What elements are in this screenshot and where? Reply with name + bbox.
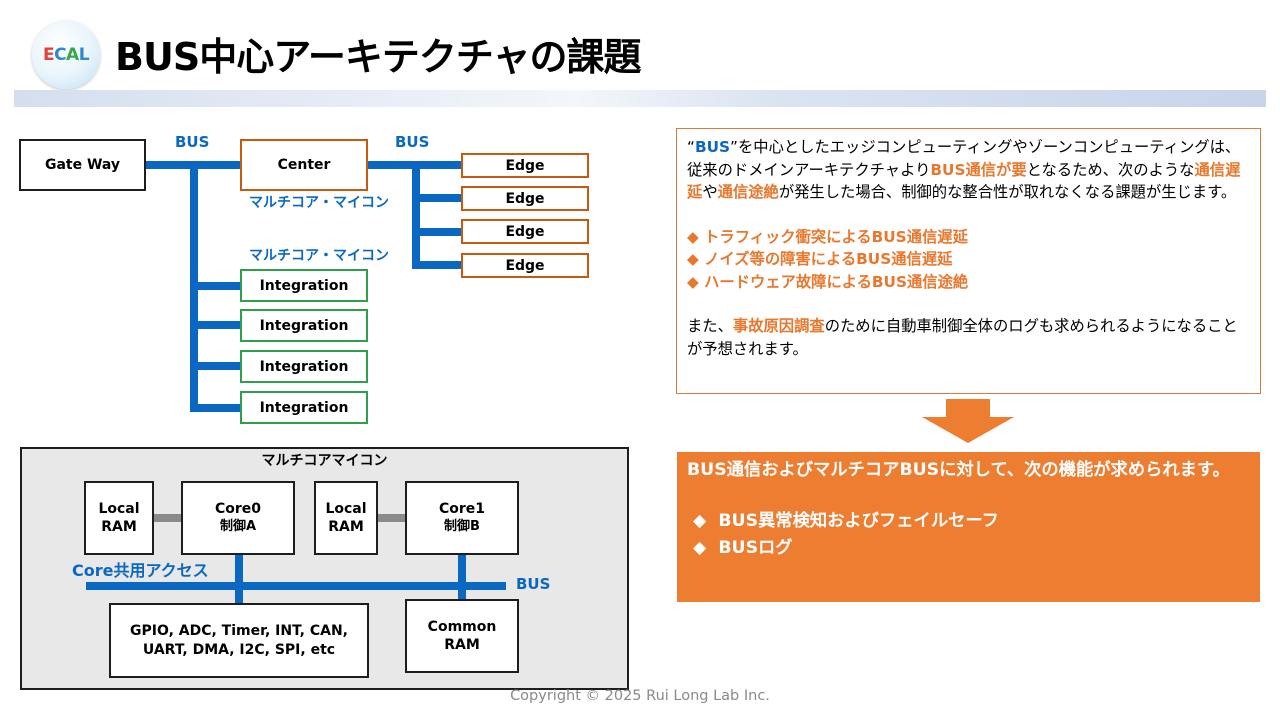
issue-text-3: ハードウェア故障によるBUS通信途絶	[704, 272, 969, 291]
result-item-1: ◆ BUS異常検知およびフェイルセーフ	[687, 508, 1250, 535]
core1-name: Core1	[438, 501, 486, 517]
result-box: BUS通信およびマルチコアBUSに対して、次の機能が求められます。 ◆ BUS異…	[677, 452, 1260, 602]
diamond-bullet-icon: ◆	[687, 227, 699, 246]
quote-open: “	[687, 138, 695, 156]
bus-branch-edge-3	[412, 228, 462, 236]
issue-item-2: ◆ ノイズ等の障害によるBUS通信遅延	[687, 248, 1250, 271]
integration-box-2: Integration	[240, 309, 368, 342]
local-ram-box-1: Local RAM	[84, 481, 154, 555]
logo-letter-a: A	[66, 45, 79, 65]
desc-text-2: となるため、次のような	[1026, 160, 1195, 179]
edge-box-4: Edge	[461, 253, 589, 278]
core-bus-label: BUS	[516, 575, 551, 593]
bus-branch-integration-1	[190, 282, 241, 290]
multicore-title: マルチコアマイコン	[261, 453, 388, 469]
logo-letter-e: E	[42, 45, 55, 65]
highlight-delay: 通信遅延	[687, 160, 1241, 202]
peripherals-box: GPIO, ADC, Timer, INT, CAN, UART, DMA, I…	[109, 603, 369, 678]
result-text-1: BUS異常検知およびフェイルセーフ	[718, 511, 999, 531]
common-ram-box: Common RAM	[405, 599, 519, 673]
desc-text-3: や	[702, 183, 718, 201]
result-heading: BUS通信およびマルチコアBUSに対して、次の機能が求められます。	[687, 460, 1230, 480]
multicore-label-2: マルチコア・マイコン	[249, 248, 389, 264]
desc-text-4: が発生した場合、制御的な整合性が取れなくなる課題が生じます。	[778, 183, 1237, 201]
highlight-accident: 事故原因調査	[732, 317, 825, 335]
integration-box-4: Integration	[240, 391, 368, 424]
core0-box: Core0 制御A	[181, 481, 295, 555]
issue-item-1: ◆ トラフィック衝突によるBUS通信遅延	[687, 226, 1250, 249]
core0-sub: 制御A	[219, 519, 257, 534]
diamond-bullet-icon: ◆	[693, 511, 707, 531]
core0-name: Core0	[214, 501, 262, 517]
logo-letter-l: L	[78, 45, 90, 65]
desc-text-6: のために自動車制御全体のログも求められるようになることが予想されます。	[687, 317, 1238, 358]
description-box: “BUS”を中心としたエッジコンピューティングやゾーンコンピューティングは、従来…	[676, 128, 1261, 394]
bus-label-left: BUS	[175, 133, 210, 151]
multicore-label-1: マルチコア・マイコン	[249, 195, 389, 211]
gateway-box: Gate Way	[19, 139, 146, 191]
logo-letter-c: C	[54, 45, 67, 65]
issue-text-1: トラフィック衝突によるBUS通信遅延	[704, 227, 968, 246]
bus-branch-integration-4	[190, 404, 241, 412]
diamond-bullet-icon: ◆	[693, 538, 707, 558]
core-bus-line	[86, 582, 506, 590]
edge-box-1: Edge	[461, 153, 589, 178]
ram-core1-link	[376, 514, 407, 522]
edge-box-2: Edge	[461, 186, 589, 211]
result-text-2: BUSログ	[718, 538, 793, 558]
core1-box: Core1 制御B	[405, 481, 519, 555]
down-arrow-icon	[922, 399, 1014, 443]
highlight-bus-key: BUS通信が要	[930, 160, 1027, 179]
center-box: Center	[240, 139, 368, 191]
core1-bus-drop	[458, 553, 466, 601]
issue-item-3: ◆ ハードウェア故障によるBUS通信途絶	[687, 271, 1250, 294]
desc-text-1: ”を中心としたエッジコンピューティングやゾーンコンピューティングは、従来のドメイ…	[687, 138, 1241, 179]
slide-title: BUS中心アーキテクチャの課題	[115, 35, 642, 79]
bus-branch-integration-3	[190, 362, 241, 370]
integration-box-3: Integration	[240, 350, 368, 383]
bus-line-edge-trunk	[412, 161, 420, 269]
core-shared-access-label: Core共用アクセス	[72, 561, 209, 580]
bus-term: BUS	[694, 138, 731, 156]
diamond-bullet-icon: ◆	[687, 272, 699, 291]
result-item-2: ◆ BUSログ	[687, 535, 1250, 562]
integration-box-1: Integration	[240, 269, 368, 302]
issue-text-2: ノイズ等の障害によるBUS通信遅延	[704, 250, 953, 268]
bus-branch-edge-2	[412, 194, 462, 202]
core0-bus-drop	[235, 553, 243, 605]
core1-sub: 制御B	[444, 519, 480, 534]
diamond-bullet-icon: ◆	[687, 250, 699, 268]
edge-box-3: Edge	[461, 219, 589, 244]
local-ram-box-2: Local RAM	[314, 481, 378, 555]
bus-branch-integration-2	[190, 321, 241, 329]
description-paragraph-2: また、事故原因調査のために自動車制御全体のログも求められるようになることが予想さ…	[687, 315, 1250, 360]
ram-core0-link	[153, 514, 182, 522]
description-paragraph-1: “BUS”を中心としたエッジコンピューティングやゾーンコンピューティングは、従来…	[687, 136, 1250, 204]
bus-branch-edge-4	[412, 261, 462, 269]
copyright-footer: Copyright © 2025 Rui Long Lab Inc.	[510, 688, 770, 704]
highlight-interrupt: 通信途絶	[717, 183, 779, 201]
title-underline-bar	[14, 90, 1266, 107]
bus-label-right: BUS	[395, 133, 430, 151]
desc-text-5: また、	[687, 317, 733, 335]
